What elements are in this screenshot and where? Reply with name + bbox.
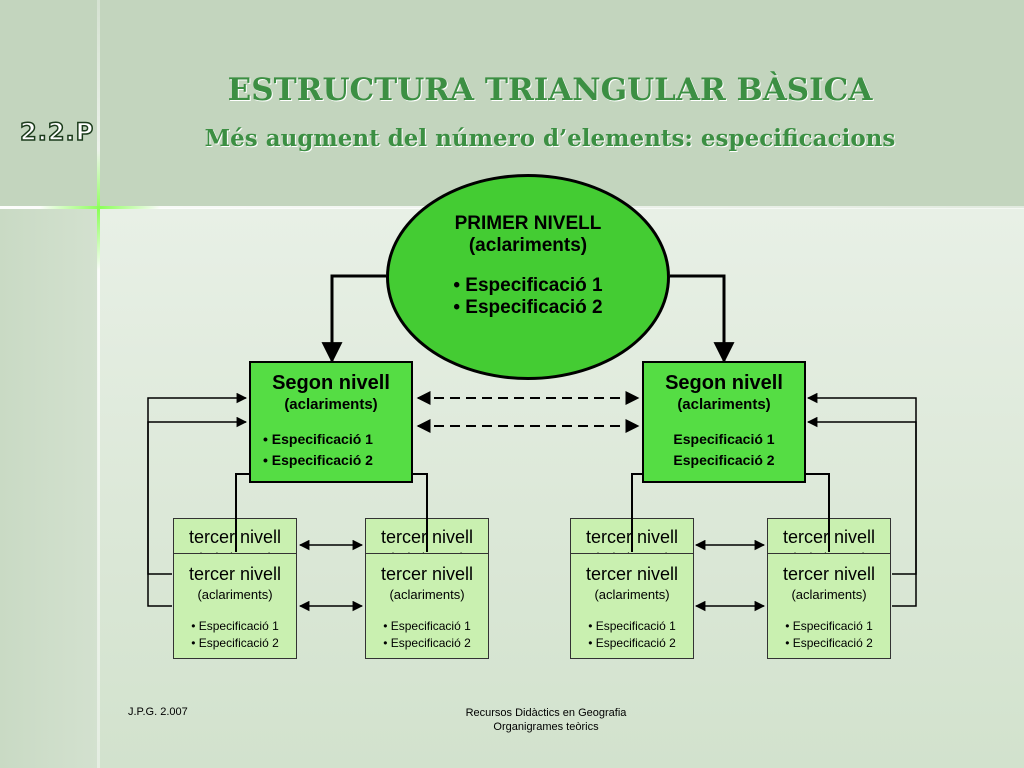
connector-l1-right [670, 274, 735, 364]
level2-box-left: Segon nivell (aclariments) • Especificac… [249, 361, 413, 483]
level1-title: PRIMER NIVELL [454, 213, 602, 234]
level3-box-2: tercer nivell (aclariments) • Especifica… [365, 553, 489, 659]
level2-left-subtitle: (aclariments) [284, 396, 378, 413]
level2-left-title: Segon nivell [272, 372, 390, 394]
level3-4-title: tercer nivell [782, 564, 876, 584]
level2-right-item-2: Especificació 2 [673, 452, 775, 468]
level3-2-title: tercer nivell [380, 564, 474, 584]
level1-item-1: • Especificació 1 [453, 275, 603, 296]
slide-title: ESTRUCTURA TRIANGULAR BÀSICA [227, 72, 873, 108]
level3-box-3: tercer nivell (aclariments) • Especifica… [570, 553, 694, 659]
level2-left-item-2: • Especificació 2 [263, 452, 373, 468]
level3-2-item-1: • Especificació 1 [383, 619, 471, 633]
level3-4-item-1: • Especificació 1 [785, 619, 873, 633]
sparkle-vertical [97, 150, 100, 270]
header-background [0, 0, 1024, 208]
level3-box-1: tercer nivell (aclariments) • Especifica… [173, 553, 297, 659]
level3-1-subtitle: (aclariments) [197, 587, 273, 602]
level1-item-2: • Especificació 2 [453, 297, 603, 318]
footer-author: J.P.G. 2.007 [128, 706, 188, 718]
sidebar-background [0, 208, 98, 768]
level3-2-item-2: • Especificació 2 [383, 636, 471, 650]
level3-2-subtitle: (aclariments) [389, 587, 465, 602]
level2-right-subtitle: (aclariments) [677, 396, 771, 413]
slide-code: 2.2.P [19, 117, 95, 147]
level3-4-item-2: • Especificació 2 [785, 636, 873, 650]
slide-subtitle: Més augment del número d’elements: espec… [204, 125, 896, 152]
sparkle-horizontal [40, 206, 160, 209]
level2-right-item-1: Especificació 1 [673, 431, 775, 447]
loop-left-bottom [147, 416, 248, 607]
level3-1-title: tercer nivell [188, 564, 282, 584]
level3-1-item-1: • Especificació 1 [191, 619, 279, 633]
level3-3-item-1: • Especificació 1 [588, 619, 676, 633]
footer-line-2: Organigrames teòrics [493, 721, 599, 733]
level3-4-subtitle: (aclariments) [791, 587, 867, 602]
level2-right-title: Segon nivell [665, 372, 783, 394]
footer-source: Recursos Didàctics en Geografia Organigr… [420, 706, 672, 734]
level2-box-right: Segon nivell (aclariments) Especificació… [642, 361, 806, 483]
level3-box-4: tercer nivell (aclariments) • Especifica… [767, 553, 891, 659]
level3-3-title: tercer nivell [585, 564, 679, 584]
level3-1-item-2: • Especificació 2 [191, 636, 279, 650]
connector-l1-left [321, 274, 386, 364]
loop-right-bottom [806, 416, 917, 607]
level1-ellipse: PRIMER NIVELL (aclariments) • Especifica… [386, 174, 670, 380]
level2-left-item-1: • Especificació 1 [263, 431, 373, 447]
divider-vertical [97, 0, 100, 768]
footer-line-1: Recursos Didàctics en Geografia [465, 707, 627, 719]
level3-3-item-2: • Especificació 2 [588, 636, 676, 650]
level3-3-subtitle: (aclariments) [594, 587, 670, 602]
level1-subtitle: (aclariments) [468, 235, 588, 256]
